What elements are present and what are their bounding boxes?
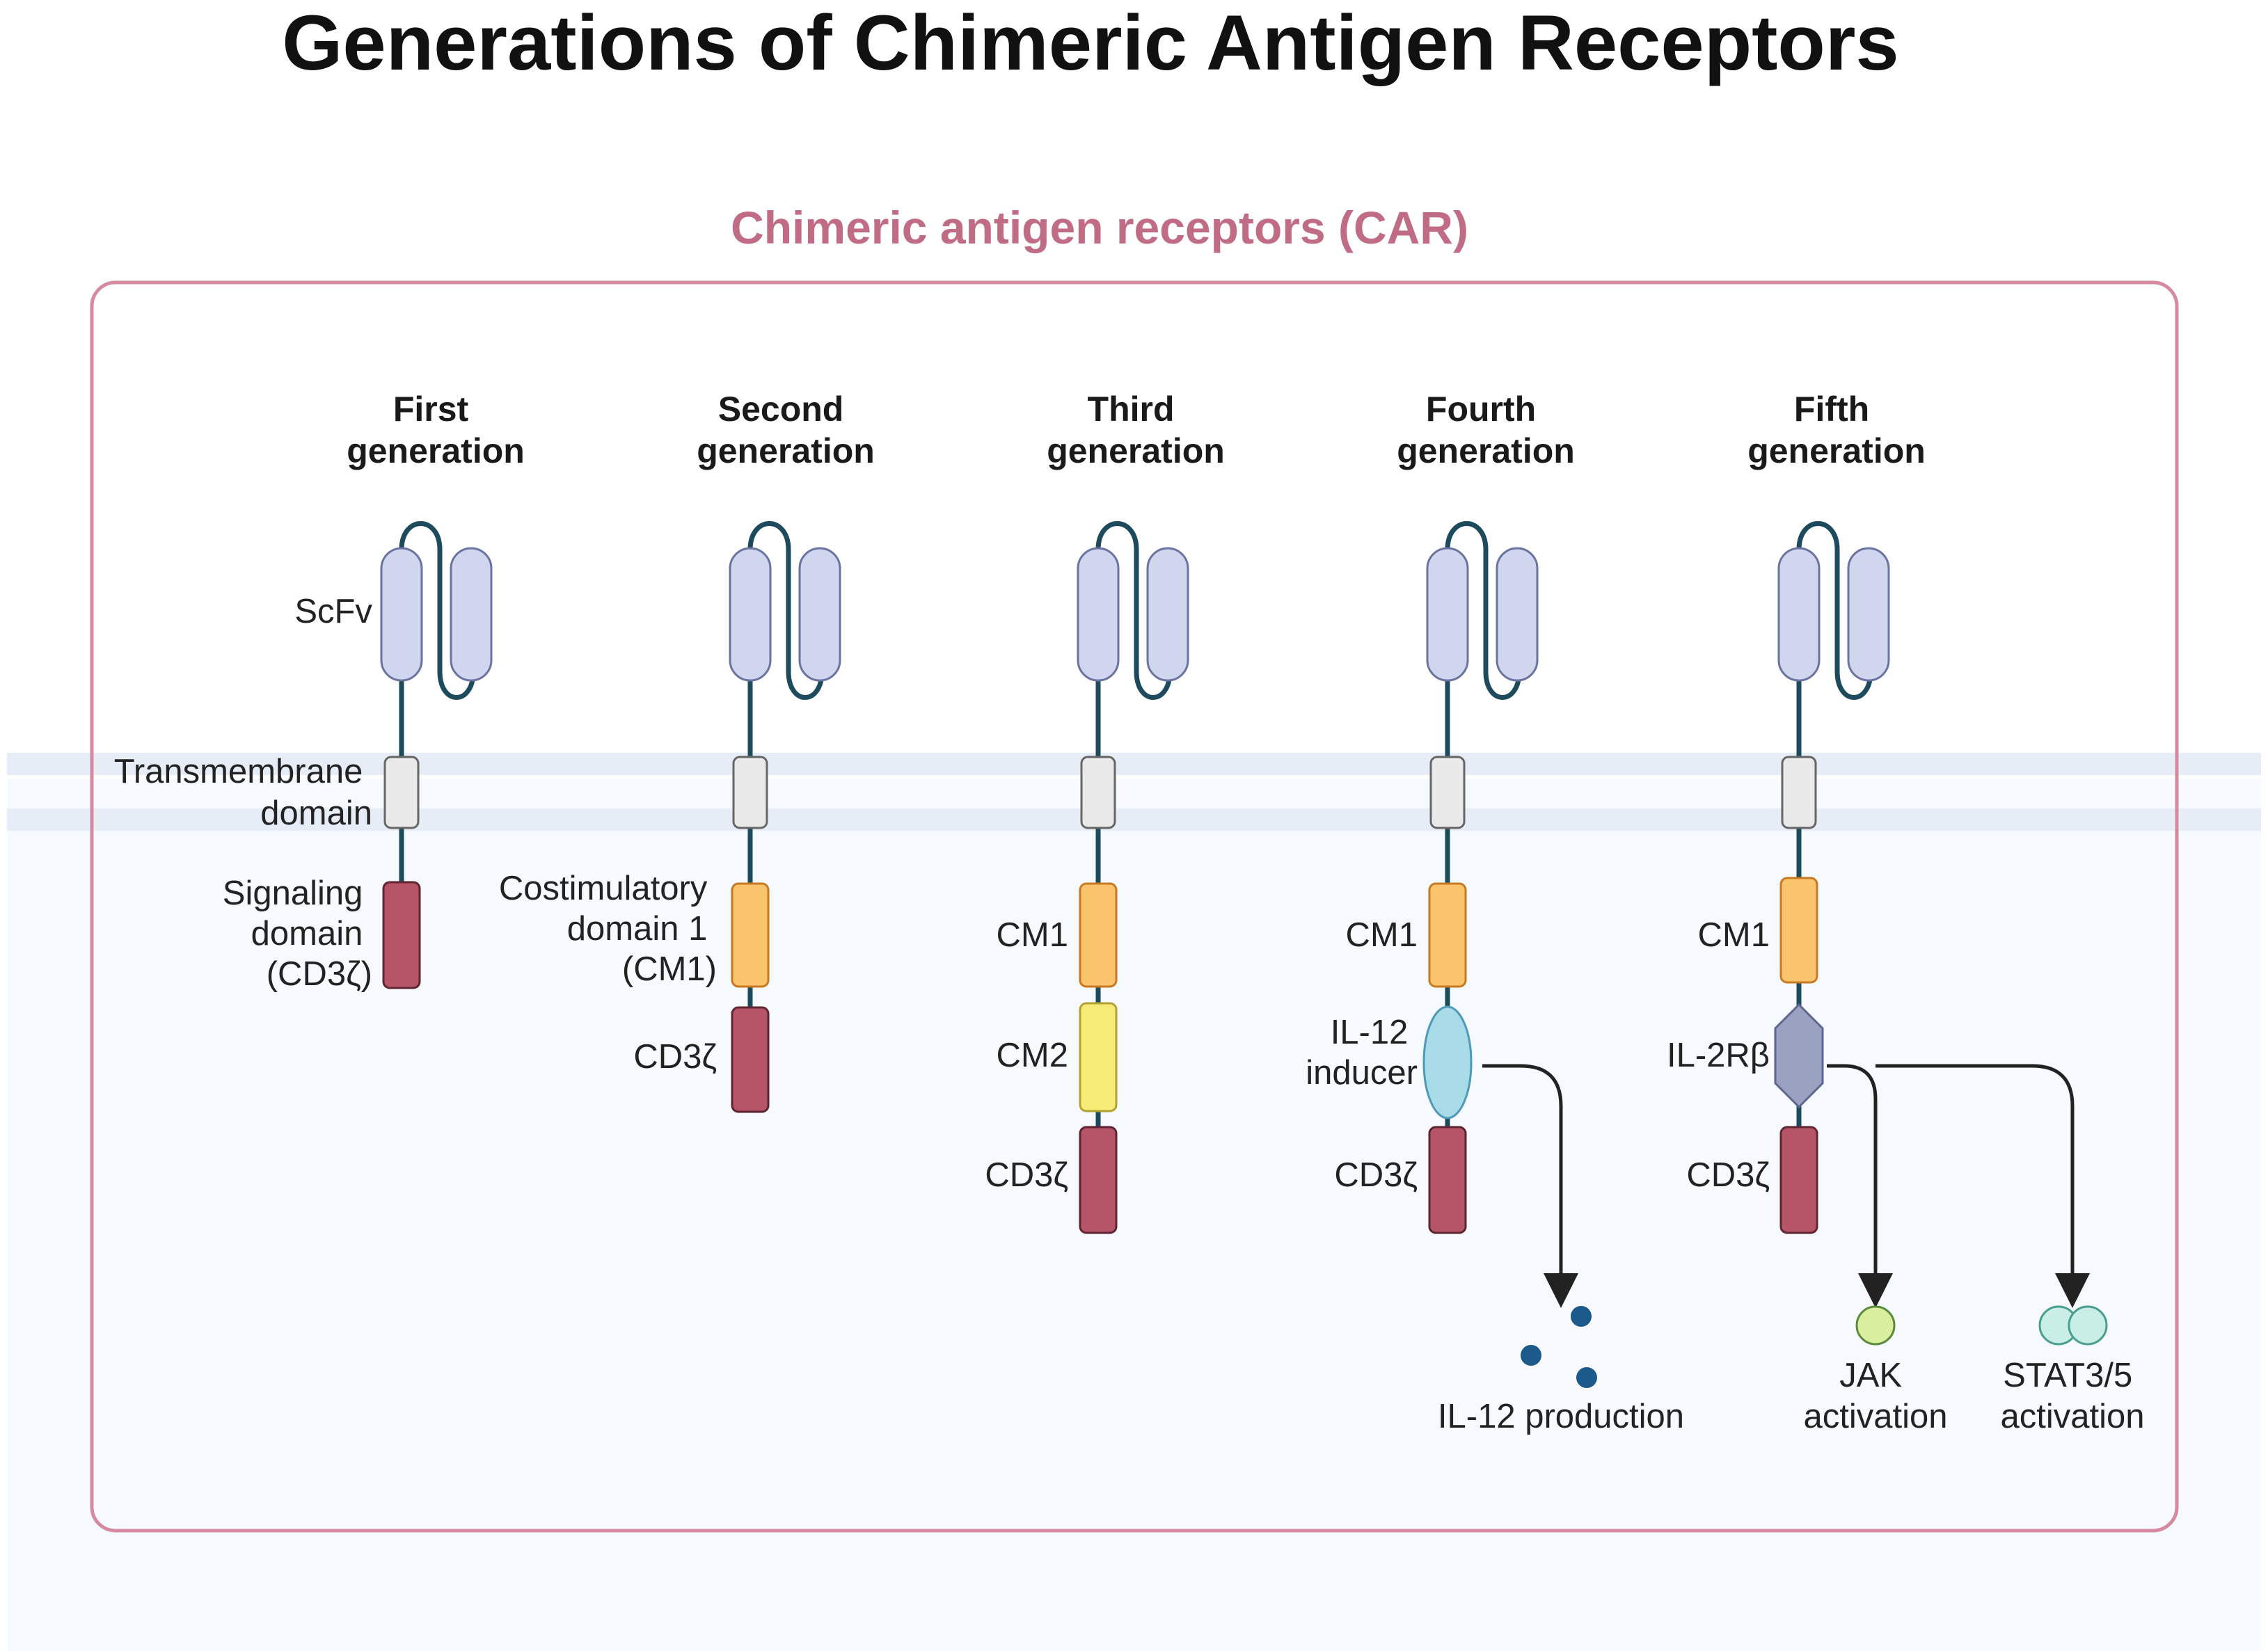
scfv-domain-right bbox=[450, 547, 493, 682]
membrane-band-top bbox=[7, 753, 2261, 775]
third-generation-car bbox=[1077, 521, 1189, 1234]
transmembrane-domain bbox=[1080, 756, 1116, 829]
cm1-label: CM1 bbox=[1346, 916, 1418, 954]
cd3z-domain bbox=[1079, 1126, 1118, 1234]
stat-molecule-right bbox=[2068, 1305, 2108, 1346]
il12-production-arrow bbox=[1482, 1064, 1578, 1308]
costimulatory-domain-label: Costimulatory domain 1 (CM1) bbox=[499, 870, 717, 988]
scfv-linker bbox=[747, 521, 825, 700]
cd3z-domain bbox=[1779, 1126, 1818, 1234]
second-generation-car bbox=[729, 521, 841, 1113]
transmembrane-domain bbox=[383, 756, 420, 829]
scfv-linker bbox=[399, 521, 476, 700]
membrane-band-bottom bbox=[7, 808, 2261, 831]
fifth-generation-car bbox=[1774, 521, 2108, 1346]
transmembrane-domain bbox=[1429, 756, 1466, 829]
cd3z-label: CD3ζ bbox=[1334, 1156, 1418, 1194]
scfv-domain-left bbox=[729, 547, 772, 682]
transmembrane-domain bbox=[732, 756, 768, 829]
il12-inducer-label: IL-12 inducer bbox=[1306, 1014, 1418, 1092]
cm1-label: CM1 bbox=[997, 916, 1068, 954]
cm1-domain bbox=[1428, 882, 1467, 988]
generation-label-fifth: Fifth generation bbox=[1747, 390, 1926, 470]
transmembrane-label: Transmembrane domain bbox=[114, 753, 372, 832]
jak-activation-label: JAK activation bbox=[1803, 1357, 1947, 1435]
cd3z-domain bbox=[731, 1006, 770, 1113]
scfv-domain-right bbox=[1847, 547, 1890, 682]
scfv-domain-right bbox=[798, 547, 841, 682]
scfv-linker bbox=[1796, 521, 1873, 700]
cd3z-label: CD3ζ bbox=[985, 1156, 1068, 1194]
cm1-domain bbox=[1779, 877, 1818, 984]
stat-activation-arrow bbox=[1876, 1064, 2090, 1308]
il12-inducer-domain bbox=[1422, 1005, 1473, 1119]
scfv-linker bbox=[1095, 521, 1173, 700]
il2rb-label: IL-2Rβ bbox=[1667, 1037, 1770, 1074]
cm1-label: CM1 bbox=[1698, 916, 1770, 954]
scfv-domain-left bbox=[1077, 547, 1120, 682]
signaling-domain-label: Signaling domain (CD3ζ) bbox=[223, 875, 372, 993]
generation-label-first: First generation bbox=[347, 390, 525, 470]
generation-label-second: Second generation bbox=[697, 390, 875, 470]
il12-molecule bbox=[1521, 1345, 1541, 1366]
scfv-domain-right bbox=[1146, 547, 1189, 682]
cm1-domain bbox=[1079, 882, 1118, 988]
car-title: Chimeric antigen receptors (CAR) bbox=[731, 202, 1468, 253]
cm2-label: CM2 bbox=[997, 1037, 1068, 1074]
jak-activation-arrow bbox=[1827, 1064, 1893, 1308]
cd3z-domain bbox=[382, 881, 421, 989]
cm2-domain bbox=[1079, 1002, 1118, 1112]
il12-molecule bbox=[1576, 1367, 1597, 1388]
main-title: Generations of Chimeric Antigen Receptor… bbox=[282, 0, 1898, 86]
scfv-domain-left bbox=[1426, 547, 1469, 682]
cd3z-label: CD3ζ bbox=[1686, 1156, 1770, 1194]
cm1-domain bbox=[731, 882, 770, 988]
stat-activation-label: STAT3/5 activation bbox=[2000, 1357, 2144, 1435]
generation-label-third: Third generation bbox=[1047, 390, 1225, 470]
il12-molecule bbox=[1571, 1306, 1592, 1327]
scfv-domain-left bbox=[1777, 547, 1821, 682]
scfv-label: ScFv bbox=[294, 593, 372, 630]
scfv-linker bbox=[1445, 521, 1522, 700]
first-generation-car bbox=[380, 521, 493, 989]
transmembrane-domain bbox=[1781, 756, 1817, 829]
cd3z-domain bbox=[1428, 1126, 1467, 1234]
jak-molecule bbox=[1855, 1305, 1896, 1346]
car-frame bbox=[90, 280, 2179, 1533]
il12-production-label: IL-12 production bbox=[1438, 1398, 1684, 1435]
il2rb-domain bbox=[1774, 1003, 1824, 1109]
scfv-domain-right bbox=[1496, 547, 1539, 682]
scfv-domain-left bbox=[380, 547, 423, 682]
generation-label-fourth: Fourth generation bbox=[1397, 390, 1575, 470]
cd3z-label: CD3ζ bbox=[633, 1038, 717, 1076]
fourth-generation-car bbox=[1422, 521, 1597, 1388]
